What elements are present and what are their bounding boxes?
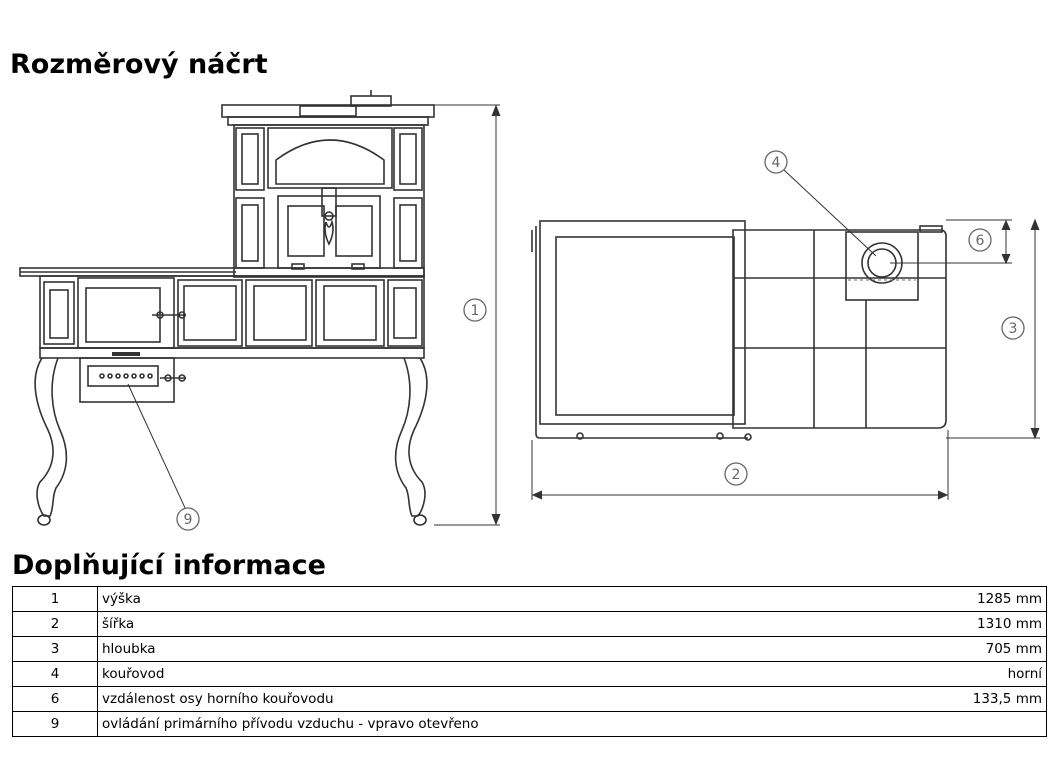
stove-front-view [19,90,435,526]
dimension-width [531,430,949,500]
callout-4: 4 [772,155,781,171]
row-number: 2 [12,611,98,637]
callout-3: 3 [1009,321,1018,337]
callout-6-circle [968,228,992,252]
callout-1-circle [463,298,487,322]
dimension-flue-axis [890,219,1012,265]
table-row: 6 vzdálenost osy horního kouřovodu 133,5… [12,686,1047,712]
row-value: 705 mm [858,636,1047,662]
callout-2: 2 [732,467,741,483]
callout-3-circle [1001,316,1025,340]
row-label: výška [97,586,858,612]
table-row: 3 hloubka 705 mm [12,636,1047,662]
sketch-heading: Rozměrový náčrt [10,49,268,80]
row-number: 1 [12,586,98,612]
row-value: 133,5 mm [858,686,1047,712]
row-value: horní [858,661,1047,687]
row-number: 9 [12,711,98,737]
dimension-height [434,104,501,526]
row-label: ovládání primárního přívodu vzduchu - vp… [97,711,858,737]
stove-top-view [531,220,947,441]
row-number: 3 [12,636,98,662]
callout-4-circle [764,150,788,174]
row-value: 1285 mm [858,586,1047,612]
dimension-drawing: 1 9 4 6 [19,90,1040,531]
table-row: 4 kouřovod horní [12,661,1047,687]
row-number: 4 [12,661,98,687]
table-row: 9 ovládání primárního přívodu vzduchu - … [12,711,1047,737]
info-heading: Doplňující informace [12,550,326,581]
row-label: kouřovod [97,661,858,687]
row-value: 1310 mm [858,611,1047,637]
callout-6: 6 [976,233,985,249]
callout-2-circle [724,462,748,486]
table-row: 1 výška 1285 mm [12,586,1047,612]
callout-1: 1 [471,303,480,319]
row-value [858,711,1047,737]
row-label: hloubka [97,636,858,662]
table-row: 2 šířka 1310 mm [12,611,1047,637]
callout-9: 9 [184,512,193,528]
row-number: 6 [12,686,98,712]
callout-9-circle [176,507,200,531]
info-table: 1 výška 1285 mm 2 šířka 1310 mm 3 hloubk… [12,586,1047,737]
dimension-depth [946,218,1040,440]
air-vent-holes [99,373,153,379]
row-label: vzdálenost osy horního kouřovodu [97,686,858,712]
row-label: šířka [97,611,858,637]
